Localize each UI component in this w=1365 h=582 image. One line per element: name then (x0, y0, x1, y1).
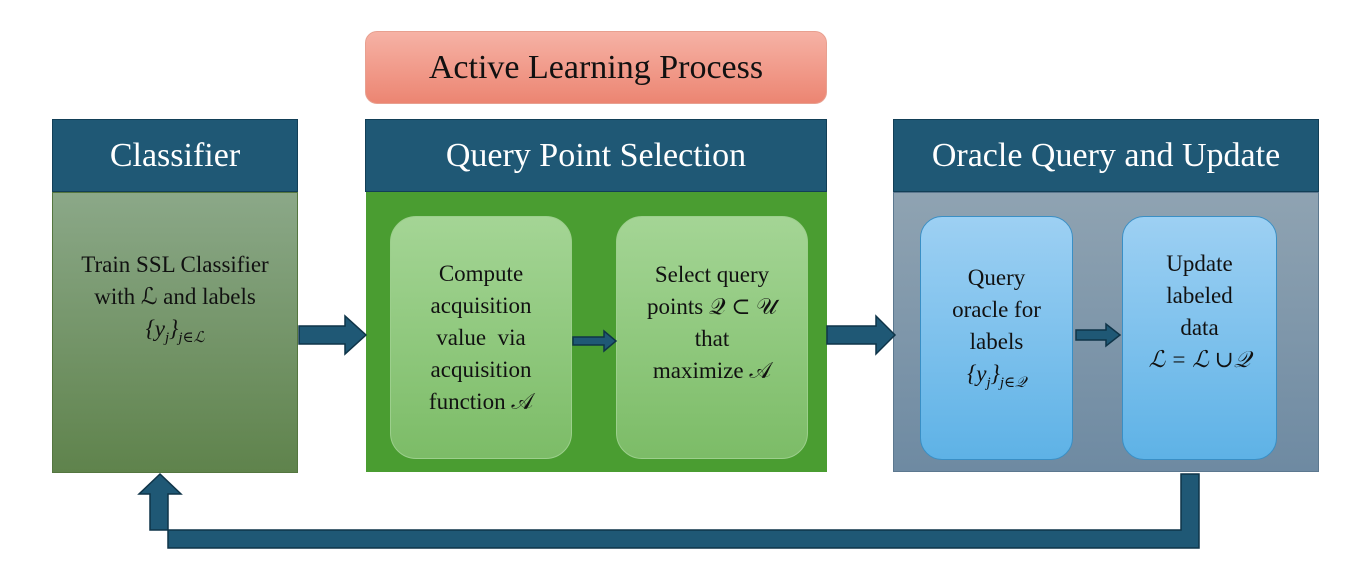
labels-sub: j (164, 330, 170, 346)
update-line-3: data (1180, 315, 1219, 340)
oracle-line-2: oracle for (952, 296, 1041, 322)
select-line-3: that (694, 325, 730, 351)
labels-set: {y (145, 316, 165, 341)
classifier-panel: Train SSL Classifier with ℒ and labels {… (52, 192, 298, 473)
update-data-box: Update labeled data ℒ = ℒ ∪𝒬 (1122, 216, 1277, 460)
compute-line-1: Compute (438, 260, 524, 286)
arrow-compute-to-select (572, 329, 618, 353)
arrow-oracle-to-update (1075, 322, 1122, 348)
labels-index: j∈ℒ (178, 330, 205, 346)
classifier-header: Classifier (52, 119, 298, 192)
oracle-labels-index: j∈𝒬 (999, 374, 1026, 391)
process-title: Active Learning Process (365, 31, 827, 104)
oracle-labels-sub: j (986, 374, 991, 391)
compute-acquisition-box: Compute acquisition value via acquisitio… (390, 216, 572, 459)
oracle-labels-close: } (990, 360, 1000, 386)
select-query-box: Select query points 𝒬 ⊂ 𝒰 that maximize … (616, 216, 808, 459)
query-selection-header: Query Point Selection (365, 119, 827, 192)
arrow-feedback-loop (137, 472, 1200, 549)
arrow-selection-to-oracle (826, 314, 897, 356)
classifier-line-2: with ℒ and labels (94, 284, 256, 309)
compute-line-4: acquisition (430, 356, 532, 382)
update-line-4: ℒ = ℒ ∪𝒬 (1148, 347, 1251, 372)
oracle-line-1: Query (967, 264, 1026, 290)
classifier-line-3: {yj}j∈ℒ (53, 313, 297, 354)
select-line-2: points 𝒬 ⊂ 𝒰 (647, 293, 777, 319)
classifier-text: Train SSL Classifier with ℒ and labels {… (53, 249, 297, 354)
labels-close: } (169, 316, 179, 341)
select-line-1: Select query (654, 261, 770, 287)
oracle-labels-set: {y (967, 360, 987, 386)
compute-line-2: acquisition (430, 292, 532, 318)
select-line-4: maximize 𝒜 (652, 357, 772, 383)
classifier-line-1: Train SSL Classifier (81, 252, 269, 277)
oracle-line-4: {yj}j∈𝒬 (952, 358, 1041, 399)
compute-line-5: function 𝒜 (428, 388, 534, 414)
update-line-2: labeled (1166, 283, 1233, 308)
arrow-classifier-to-selection (298, 314, 368, 356)
compute-line-3: value via (436, 324, 526, 350)
oracle-header: Oracle Query and Update (893, 119, 1319, 192)
query-oracle-box: Query oracle for labels {yj}j∈𝒬 (920, 216, 1073, 460)
oracle-line-3: labels (969, 328, 1024, 354)
update-line-1: Update (1166, 251, 1233, 276)
